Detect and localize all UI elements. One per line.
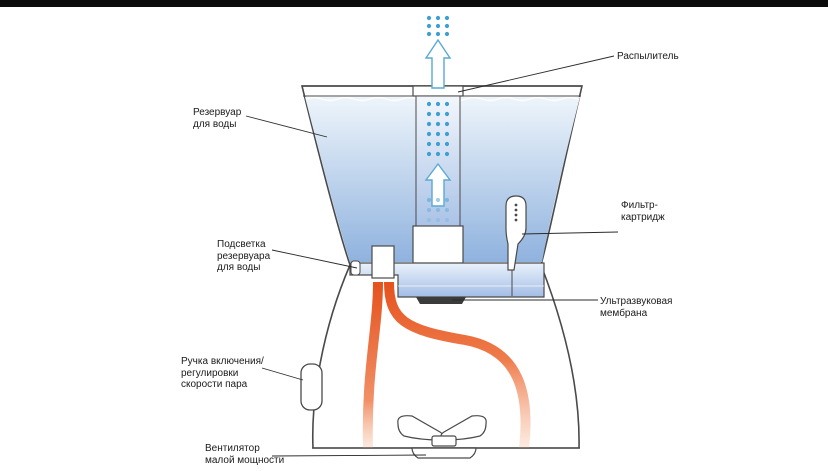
filter-cartridge — [505, 195, 527, 271]
mist-droplet — [435, 207, 441, 213]
mist-droplet — [444, 111, 450, 117]
mist-droplet — [426, 207, 432, 213]
label-sprayer: Распылитель — [617, 51, 679, 62]
mist-droplet — [435, 31, 441, 37]
label-fan: Вентилятор малой мощности — [205, 443, 285, 466]
mist-droplet — [426, 141, 432, 147]
mist-droplet — [435, 217, 441, 223]
label-knob: Ручка включения/ регулировки скорости па… — [181, 356, 264, 390]
arrow-up-top — [424, 38, 452, 89]
mist-droplet — [435, 197, 441, 203]
leader-lines — [245, 55, 619, 457]
mist-droplet — [444, 101, 450, 107]
mist-droplet — [444, 141, 450, 147]
airflow-left — [362, 281, 383, 449]
mist-droplet — [435, 151, 441, 157]
mist-droplet — [444, 31, 450, 37]
membrane-disc — [416, 297, 466, 304]
mist-droplet — [426, 131, 432, 137]
label-membrane: Ультразвуковая мембрана — [600, 296, 673, 319]
mist-droplet — [444, 207, 450, 213]
leader-sprayer — [457, 55, 615, 93]
label-filter: Фильтр- картридж — [621, 200, 665, 223]
mist-droplet — [435, 23, 441, 29]
mist-droplet — [435, 141, 441, 147]
control-knob-shape — [300, 363, 323, 411]
leader-backlight — [271, 249, 358, 269]
top-black-bar — [0, 0, 828, 7]
mist-droplet — [435, 15, 441, 21]
arrow-up-tube — [424, 162, 452, 207]
mist-droplet — [444, 121, 450, 127]
mist-droplet — [444, 197, 450, 203]
mist-tube-base — [412, 225, 464, 265]
mist-droplet — [435, 131, 441, 137]
mist-droplet — [444, 15, 450, 21]
mist-droplet — [444, 217, 450, 223]
mist-droplet — [435, 101, 441, 107]
mist-droplet — [444, 23, 450, 29]
mist-droplet — [426, 31, 432, 37]
leader-filter — [521, 231, 619, 235]
mist-droplet — [426, 151, 432, 157]
mist-droplet — [444, 151, 450, 157]
mist-droplet — [426, 111, 432, 117]
mist-droplet — [435, 111, 441, 117]
mist-droplet — [435, 121, 441, 127]
leader-knob — [261, 367, 304, 381]
mist-droplet — [426, 15, 432, 21]
mist-droplet — [426, 121, 432, 127]
air-duct — [371, 245, 395, 279]
mist-droplet — [426, 197, 432, 203]
mist-droplet — [444, 131, 450, 137]
leader-fan — [271, 454, 427, 457]
mist-droplet — [426, 217, 432, 223]
leader-reservoir — [245, 115, 328, 138]
water-tray — [349, 262, 545, 298]
label-reservoir: Резервуар для воды — [193, 107, 242, 130]
label-backlight: Подсветка резервуара для воды — [217, 239, 271, 273]
fan-shape — [397, 415, 487, 459]
mist-droplet — [426, 101, 432, 107]
mist-droplet — [426, 23, 432, 29]
airflow-right — [384, 281, 531, 449]
